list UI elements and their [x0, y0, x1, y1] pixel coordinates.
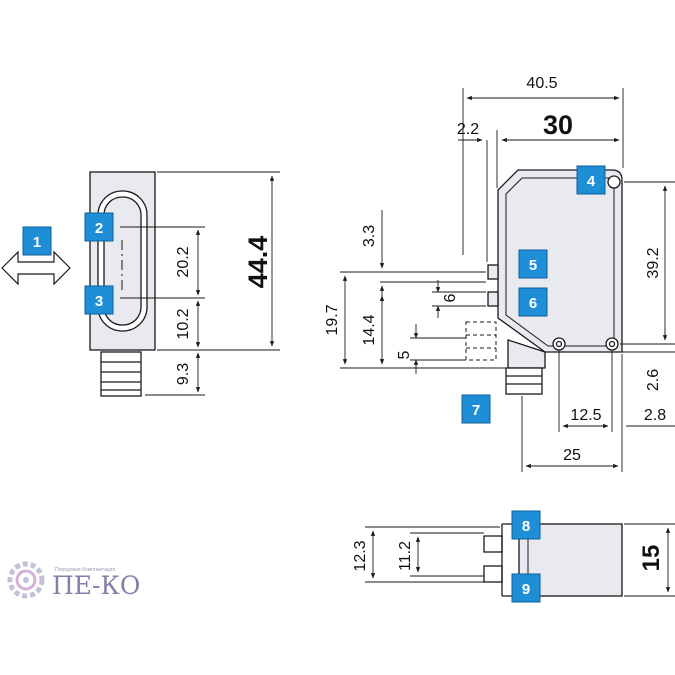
gear-icon: [7, 561, 45, 599]
dim-hole-offset-right: 2.8: [644, 407, 666, 424]
top-dimension-lines: [365, 523, 675, 597]
callout-6: 6: [518, 287, 548, 317]
callout-4: 4: [576, 165, 606, 195]
side-dimension-lines: [340, 88, 675, 472]
svg-text:5: 5: [529, 257, 537, 274]
dim-connector-offset: 9.3: [175, 363, 192, 385]
side-led-upper: [487, 264, 499, 280]
svg-text:8: 8: [522, 518, 530, 535]
dim-mid-gap: 6: [442, 293, 459, 302]
dim-hole-spacing-horizontal: 12.5: [570, 407, 601, 424]
mount-hole-bottom-right: [605, 337, 619, 351]
callout-9: 9: [511, 573, 541, 603]
side-led-lower: [487, 291, 499, 307]
side-view: [465, 169, 623, 395]
side-connector: [505, 367, 543, 395]
front-connector: [100, 351, 142, 397]
dim-hole-offset-bottom: 2.6: [645, 369, 662, 391]
top-led-upper: [483, 535, 503, 553]
dim-hole-spacing-vertical: 39.2: [645, 247, 662, 278]
dim-bottom-gap: 5: [396, 350, 413, 359]
svg-text:1: 1: [33, 234, 41, 251]
dim-top-inner-height: 11.2: [397, 541, 414, 571]
dim-front-height: 44.4: [243, 236, 273, 289]
top-view: [483, 523, 623, 597]
svg-text:9: 9: [522, 581, 530, 598]
dim-led-height: 19.7: [324, 304, 341, 335]
callout-5: 5: [518, 249, 548, 279]
svg-text:6: 6: [529, 295, 537, 312]
watermark-small-text: Передовая Комплектация: [55, 567, 115, 573]
dim-lower-offset: 10.2: [175, 308, 192, 339]
callout-3: 3: [84, 285, 114, 315]
front-view: [89, 171, 156, 397]
mount-hole-bottom-left: [552, 337, 566, 351]
svg-text:4: 4: [587, 173, 596, 190]
dim-side-body-width: 30: [543, 110, 573, 140]
watermark-logo: Передовая Комплектация ПЕ-КО: [7, 561, 140, 600]
callout-8: 8: [511, 510, 541, 540]
dim-slot-span: 20.2: [175, 246, 192, 277]
mount-hole-top: [607, 175, 621, 189]
top-led-lower: [483, 565, 503, 583]
svg-text:7: 7: [472, 402, 480, 419]
dim-lower-height: 14.4: [361, 314, 378, 345]
watermark-big-text: ПЕ-КО: [52, 571, 140, 600]
dim-top-width: 15: [638, 545, 665, 572]
dim-side-overall-width: 40.5: [526, 75, 557, 92]
svg-text:2: 2: [95, 220, 103, 237]
double-arrow-icon: [1, 250, 71, 286]
dim-connector-distance: 25: [563, 447, 581, 464]
dim-front-lens-offset: 2.2: [457, 121, 479, 138]
callout-1: 1: [22, 226, 52, 256]
front-dimension-lines: [120, 171, 280, 396]
side-housing: [497, 169, 623, 353]
callout-7: 7: [461, 394, 491, 424]
svg-text:3: 3: [95, 293, 103, 310]
dim-top-left-height: 12.3: [352, 540, 369, 571]
callout-2: 2: [84, 212, 114, 242]
dim-upper-gap: 3.3: [361, 225, 378, 247]
